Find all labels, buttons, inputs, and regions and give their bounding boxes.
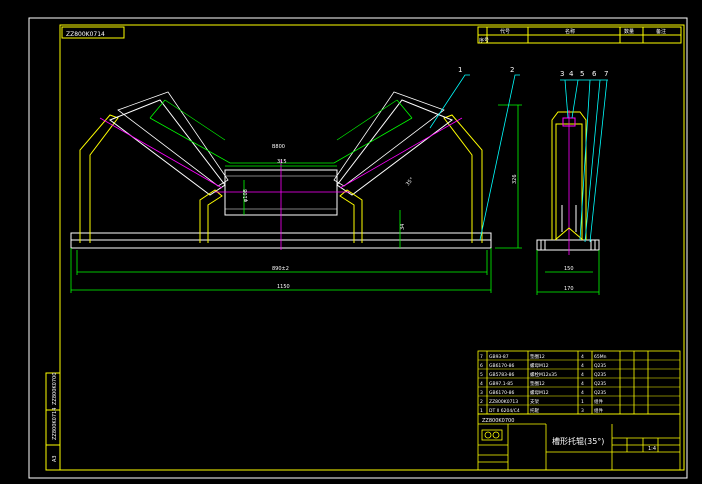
dim-belt-width: B800 — [272, 144, 285, 150]
svg-text:4: 4 — [569, 70, 574, 78]
side-view: 150 170 3 4 5 6 7 — [536, 70, 608, 295]
svg-text:3: 3 — [560, 70, 564, 78]
bom-cell-code: GB93-87 — [489, 354, 509, 360]
bom-cell-material: Q235 — [594, 381, 606, 387]
bom-cell-no: 1 — [480, 408, 483, 414]
svg-text:备注: 备注 — [656, 28, 666, 35]
bom-cell-material: 65Mn — [594, 354, 607, 360]
left-strip-labels: ZZ800K0700 ZZ800K0714 A3 — [52, 373, 58, 462]
front-dimensions — [70, 104, 522, 293]
svg-text:6: 6 — [592, 70, 597, 78]
bom-cell-material: 组件 — [594, 407, 603, 414]
bom-cell-code: ZZ800K0713 — [489, 399, 518, 405]
top-header-labels: 序号 代号 名称 数量 备注 — [479, 28, 666, 44]
dim-side-width: 150 — [564, 266, 574, 272]
svg-text:数量: 数量 — [624, 28, 634, 35]
bom-cell-code: GB97.1-85 — [489, 381, 513, 387]
bom-cell-no: 3 — [480, 390, 483, 396]
bom-table — [477, 350, 681, 415]
bom-cell-qty: 4 — [581, 390, 584, 396]
dim-roller-dia: φ108 — [243, 189, 249, 202]
bom-cell-qty: 3 — [581, 408, 584, 414]
belt-line — [149, 117, 413, 164]
svg-text:序号: 序号 — [479, 37, 489, 44]
dim-side-height: 34 — [400, 224, 406, 230]
bom-cell-name: 托辊 — [530, 407, 539, 414]
dim-height: 326 — [512, 174, 518, 184]
left-bracket — [79, 114, 119, 243]
left-strip — [45, 372, 61, 471]
svg-text:ZZ800K0714: ZZ800K0714 — [52, 408, 58, 440]
callout-2: 2 — [510, 66, 514, 74]
bom-cell-code: GB5783-86 — [489, 372, 515, 378]
bom-cell-name: 垫圈12 — [530, 353, 545, 360]
dim-side-base: 170 — [564, 286, 574, 292]
bom-cell-material: Q235 — [594, 372, 606, 378]
dim-angle: 35° — [405, 176, 416, 187]
bom-cell-qty: 4 — [581, 372, 584, 378]
title-drawing-no: ZZ800K0700 — [482, 418, 514, 424]
svg-text:7: 7 — [604, 70, 608, 78]
code-box-text: ZZ800K0714 — [66, 31, 105, 38]
callout-1: 1 — [458, 66, 462, 74]
svg-text:ZZ800K0700: ZZ800K0700 — [52, 373, 58, 405]
bom-cell-qty: 4 — [581, 354, 584, 360]
bom-cell-no: 4 — [480, 381, 483, 387]
bom-cell-name: 螺母M12 — [530, 389, 549, 396]
bom-cell-no: 6 — [480, 363, 483, 369]
svg-text:名称: 名称 — [565, 28, 575, 35]
title-main: 槽形托辊(35°) — [552, 436, 604, 446]
bom-cell-name: 螺栓M12x35 — [530, 371, 557, 378]
bom-cell-name: 螺母M12 — [530, 362, 549, 369]
bom-cell-material: Q235 — [594, 390, 606, 396]
title-logo — [481, 429, 503, 441]
bom-cell-no: 2 — [480, 399, 483, 405]
bom-cell-code: DT II 6204/C4 — [489, 408, 520, 414]
bom-cell-no: 7 — [480, 354, 483, 360]
bom-cell-qty: 4 — [581, 381, 584, 387]
bom-cell-code: GB6170-86 — [489, 363, 515, 369]
title-block — [477, 413, 681, 471]
right-bracket — [443, 114, 483, 243]
inner-frame — [59, 24, 685, 471]
svg-text:代号: 代号 — [500, 28, 510, 35]
dim-base-span: 890±2 — [272, 266, 289, 272]
front-view: B800 315 φ108 890±2 1150 326 34 35° 1 2 — [70, 66, 522, 293]
bom-cell-qty: 1 — [581, 399, 584, 405]
svg-text:5: 5 — [580, 70, 584, 78]
bom-cell-code: GB6170-86 — [489, 390, 515, 396]
code-box — [61, 26, 125, 39]
top-header — [477, 26, 682, 44]
dim-center-roller: 315 — [277, 159, 287, 165]
bom-cell-material: 组件 — [594, 398, 603, 405]
bom-cell-name: 垫圈12 — [530, 380, 545, 387]
title-sheet: 1:4 — [648, 446, 656, 452]
bom-cell-no: 5 — [480, 372, 483, 378]
dim-total-length: 1150 — [277, 284, 290, 290]
svg-text:A3: A3 — [52, 455, 58, 462]
bom-cell-name: 支架 — [530, 398, 539, 405]
bom-cell-material: Q235 — [594, 363, 606, 369]
bom-cell-qty: 4 — [581, 363, 584, 369]
sheet-border — [28, 17, 688, 479]
side-callouts: 3 4 5 6 7 — [560, 70, 608, 78]
